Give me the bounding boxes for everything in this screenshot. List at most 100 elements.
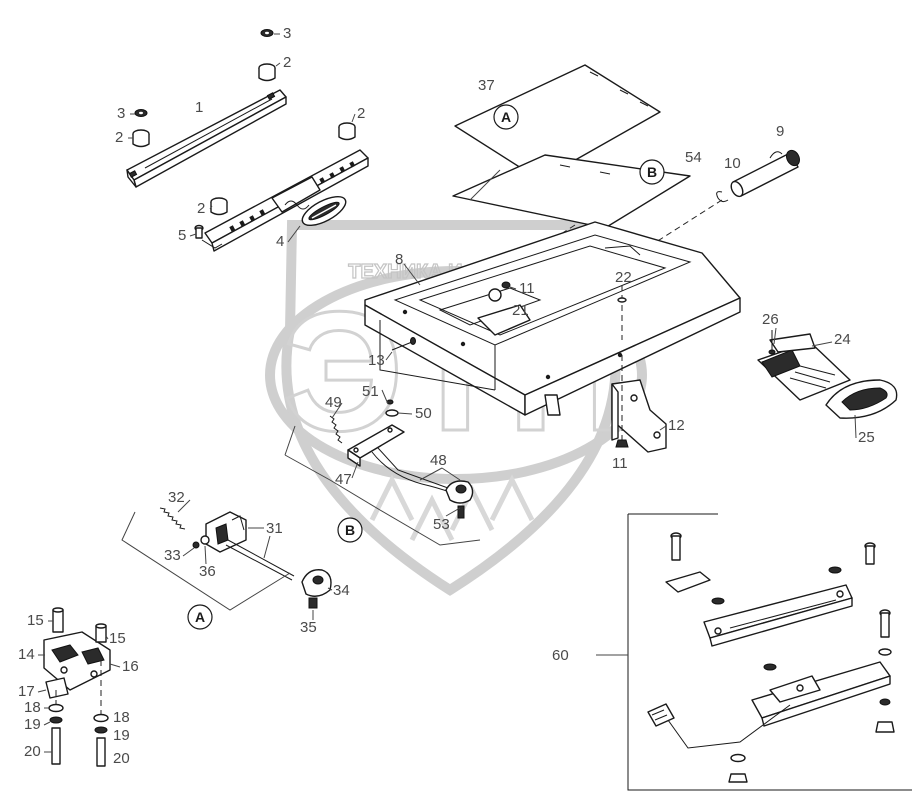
part-47-plate	[347, 424, 405, 467]
part-17-block	[45, 677, 69, 699]
callout-32: 32	[168, 489, 185, 506]
callout-12: 12	[668, 417, 685, 434]
part-24-lever-mechanism	[757, 333, 851, 401]
part-15-pin-b	[95, 623, 107, 643]
part-18-washer-a	[48, 703, 64, 713]
part-22-post	[617, 285, 627, 340]
callout-1: 1	[195, 99, 203, 116]
part-8-seat-frame	[364, 221, 741, 416]
part-60-bolt-a	[670, 532, 682, 561]
callout-4: 4	[276, 233, 284, 250]
callout-2a: 2	[283, 54, 291, 71]
callout-20a: 20	[24, 743, 41, 760]
callout-50: 50	[415, 405, 432, 422]
part-60-bolt-b	[864, 542, 876, 565]
callout-31: 31	[266, 520, 283, 537]
callout-2c: 2	[357, 105, 365, 122]
callout-36: 36	[199, 563, 216, 580]
callout-15a: 15	[27, 612, 44, 629]
callout-15b: 15	[109, 630, 126, 647]
ref-a-bottom-label: A	[195, 609, 205, 625]
callout-35: 35	[300, 619, 317, 636]
group-b-bracket-line	[284, 454, 481, 546]
callout-51: 51	[362, 383, 379, 400]
callout-9: 9	[776, 123, 784, 140]
callout-18b: 18	[113, 709, 130, 726]
callout-33: 33	[164, 547, 181, 564]
group-a-bracket-right	[263, 535, 271, 559]
part-50-washer	[385, 399, 399, 417]
part-37-cover-a	[454, 64, 661, 181]
nut-3-a	[260, 29, 274, 37]
screw-26	[768, 330, 776, 355]
part-60-nut-c	[878, 648, 892, 656]
ref-b-mid: B	[337, 517, 363, 543]
callout-13: 13	[368, 352, 385, 369]
part-4-slide-rail-right	[204, 149, 369, 252]
part-10-cylinder	[716, 151, 799, 203]
part-31-bracket	[205, 511, 247, 553]
part-60-bolt-c	[879, 609, 891, 638]
part-60-bracket-upper	[665, 571, 711, 593]
nut-11-b	[615, 355, 629, 448]
part-60-rail-lower	[751, 661, 891, 727]
part-54-cover-b	[452, 154, 691, 229]
part-60-rail-upper	[703, 584, 853, 647]
group-a-bracket-line	[121, 511, 291, 611]
nut-3-b	[134, 109, 148, 117]
part-18-washer-b	[93, 713, 109, 723]
callout-11b: 11	[612, 455, 628, 472]
callout-49: 49	[325, 394, 342, 411]
callout-17: 17	[18, 683, 35, 700]
callout-21: 21	[512, 302, 529, 319]
bushing-2-c	[338, 122, 356, 141]
callout-2b: 2	[115, 129, 123, 146]
part-9-pin	[786, 149, 800, 167]
bushing-2-d	[210, 197, 228, 216]
part-60-washer-b	[828, 566, 842, 574]
group-b-bracket-top	[284, 425, 296, 456]
callout-19b: 19	[113, 727, 130, 744]
callout-48: 48	[430, 452, 447, 469]
callout-60: 60	[552, 647, 569, 664]
part-35-nut	[308, 597, 318, 609]
part-49-spring	[329, 415, 343, 444]
part-25-lever-handle	[825, 379, 898, 419]
part-60-nut-d	[728, 753, 748, 783]
part-60-kit-box	[627, 513, 912, 791]
callout-34: 34	[333, 582, 350, 599]
callout-8: 8	[395, 251, 403, 268]
callout-3a: 3	[283, 25, 291, 42]
callout-3b: 3	[117, 105, 125, 122]
leader-lines	[37, 33, 857, 753]
callout-25: 25	[858, 429, 875, 446]
callout-20b: 20	[113, 750, 130, 767]
part-60-washer-c	[763, 663, 777, 671]
callout-18a: 18	[24, 699, 41, 716]
nut-11-a	[501, 281, 511, 289]
bushing-2-b	[132, 129, 150, 148]
part-53-knob	[445, 480, 474, 519]
part-1-slide-rail-left	[126, 89, 287, 188]
bushing-2-a	[258, 63, 276, 82]
ref-a-top: A	[493, 104, 519, 130]
part-20-bolt-b	[96, 737, 106, 767]
callout-2d: 2	[197, 200, 205, 217]
ref-a-bottom: A	[187, 604, 213, 630]
part-32-spring	[159, 507, 186, 530]
part-14-housing	[43, 631, 111, 691]
part-34-knob	[301, 569, 332, 597]
part-60-handle	[647, 703, 791, 749]
ref-b-mid-label: B	[345, 522, 355, 538]
callouts: 3 2 1 3 2 2 2 5 4 37 54 9 10 8 11 21 22 …	[18, 25, 875, 767]
callout-22: 22	[615, 269, 632, 286]
part-19-washer-a	[49, 716, 63, 724]
part-36-washer	[200, 535, 210, 545]
callout-47: 47	[335, 471, 352, 488]
callout-10: 10	[724, 155, 741, 172]
part-21-bracket	[477, 304, 531, 336]
ref-a-top-label: A	[501, 109, 511, 125]
part-33-screw	[192, 541, 200, 549]
ref-b-top-label: B	[647, 164, 657, 180]
